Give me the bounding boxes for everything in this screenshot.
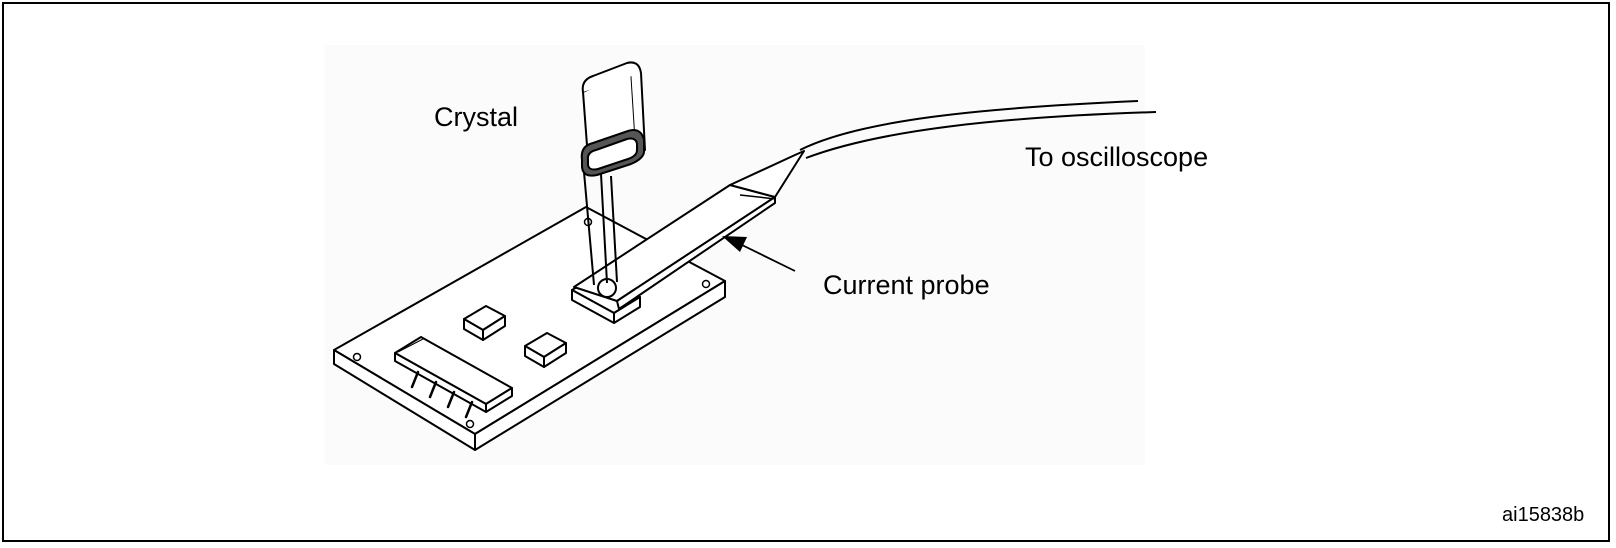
crystal-leads — [583, 171, 618, 286]
crystal-label: Crystal — [434, 102, 519, 132]
oscilloscope-label: To oscilloscope — [1025, 142, 1209, 172]
smd-component-1 — [463, 305, 506, 341]
crystal — [580, 61, 646, 177]
ic-chip-pins — [410, 370, 474, 419]
ic-chip — [394, 336, 513, 413]
figure-id: ai15838b — [1502, 504, 1585, 526]
probe-cable — [799, 100, 1157, 159]
current-probe-label: Current probe — [823, 270, 990, 300]
smd-component-2 — [524, 332, 567, 368]
current-probe-arrow — [722, 236, 796, 272]
